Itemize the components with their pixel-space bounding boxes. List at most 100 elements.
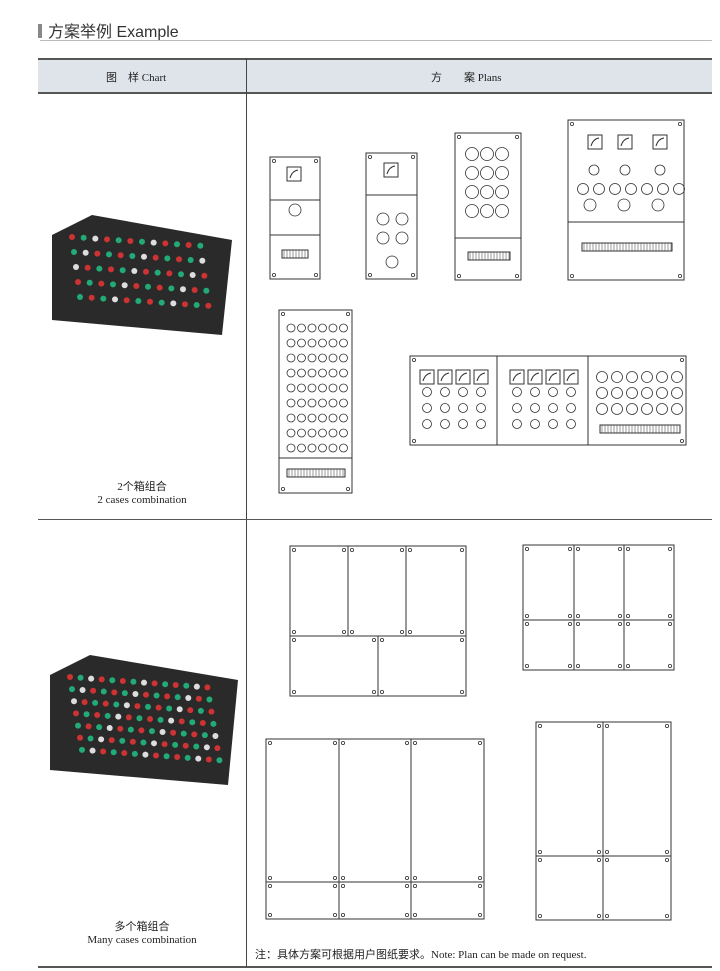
meter-needle: [655, 137, 665, 147]
hole: [465, 147, 479, 161]
mount-hole: [267, 741, 272, 746]
mount-hole: [456, 134, 461, 139]
indicator-light: [145, 283, 151, 290]
hole: [641, 183, 653, 195]
indicator-light: [172, 682, 179, 688]
hole: [307, 398, 317, 408]
hole: [476, 403, 486, 413]
mount-hole: [678, 122, 683, 127]
hole: [297, 353, 306, 363]
hole: [611, 403, 623, 415]
indicator-light: [80, 234, 87, 241]
row1-caption: 2个箱组合 2 cases combination: [38, 481, 246, 507]
hole: [318, 413, 327, 423]
meter-icon: [473, 369, 489, 385]
indicator-light: [106, 724, 113, 731]
indicator-light: [184, 754, 191, 761]
indicator-light: [86, 279, 93, 286]
indicator-light: [138, 727, 145, 734]
indicator-light: [185, 242, 192, 248]
indicator-light: [155, 704, 162, 711]
hole: [318, 323, 327, 333]
indicator-light: [170, 300, 177, 307]
panel-outline: [454, 132, 522, 281]
hole: [495, 166, 509, 180]
mount-hole: [576, 664, 581, 669]
hole: [651, 198, 665, 212]
panel-outline: [278, 309, 353, 494]
hole: [307, 353, 317, 363]
mount-hole: [576, 547, 581, 552]
panel-outline: [522, 619, 575, 671]
indicator-light: [203, 744, 210, 751]
mount-hole: [404, 876, 409, 881]
meter-icon: [587, 134, 603, 150]
hole: [593, 183, 605, 195]
mount-hole: [411, 357, 416, 362]
meter-icon: [455, 369, 471, 385]
mount-hole: [597, 850, 602, 855]
hole: [328, 383, 338, 393]
indicator-light: [162, 240, 169, 247]
mount-hole: [459, 690, 464, 695]
indicator-light: [199, 720, 206, 727]
mount-hole: [280, 486, 285, 491]
hole: [307, 368, 317, 378]
mount-hole: [477, 913, 482, 918]
hole: [328, 368, 338, 378]
mount-hole: [345, 486, 350, 491]
hole: [657, 183, 669, 195]
hole: [286, 383, 296, 393]
indicator-light: [172, 741, 179, 748]
mount-hole: [291, 690, 296, 695]
meter-needle: [548, 372, 558, 382]
mount-hole: [597, 724, 602, 729]
hole: [376, 231, 390, 245]
mount-hole: [291, 630, 296, 635]
indicator-light: [164, 693, 171, 700]
indicator-light: [69, 686, 75, 693]
hole: [596, 387, 608, 399]
indicator-light: [79, 746, 85, 753]
mount-hole: [411, 438, 416, 443]
section-title: 方案举例 Example: [38, 18, 179, 42]
indicator-light: [168, 717, 175, 724]
hole: [286, 398, 296, 408]
indicator-light: [189, 272, 196, 278]
hole: [297, 413, 306, 423]
mount-hole: [515, 134, 520, 139]
mount-hole: [477, 876, 482, 881]
indicator-light: [106, 251, 112, 258]
hole: [422, 419, 432, 429]
panel-outline: [573, 544, 625, 621]
meter-needle: [289, 169, 299, 179]
indicator-light: [151, 740, 157, 747]
mount-hole: [668, 614, 673, 619]
mount-hole: [568, 622, 573, 627]
hole: [286, 338, 296, 348]
indicator-light: [84, 264, 91, 271]
indicator-light: [152, 254, 159, 261]
hole: [626, 387, 638, 399]
title-rule: [40, 40, 712, 41]
indicator-light: [121, 750, 128, 757]
hole: [339, 323, 348, 333]
row-divider: [38, 519, 712, 520]
hole: [307, 383, 317, 393]
mount-hole: [367, 154, 372, 159]
meter-icon: [563, 369, 579, 385]
hole: [656, 371, 668, 383]
panel-outline: [410, 738, 485, 883]
mount-hole: [456, 273, 461, 278]
indicator-light: [104, 712, 111, 719]
column-divider: [246, 58, 247, 968]
hole: [480, 185, 494, 199]
mount-hole: [665, 858, 670, 863]
panel-outline: [573, 619, 625, 671]
hole: [512, 419, 522, 429]
mount-hole: [626, 614, 631, 619]
hole: [286, 323, 296, 333]
hole: [577, 183, 589, 195]
hole: [339, 353, 348, 363]
hole: [583, 198, 597, 212]
